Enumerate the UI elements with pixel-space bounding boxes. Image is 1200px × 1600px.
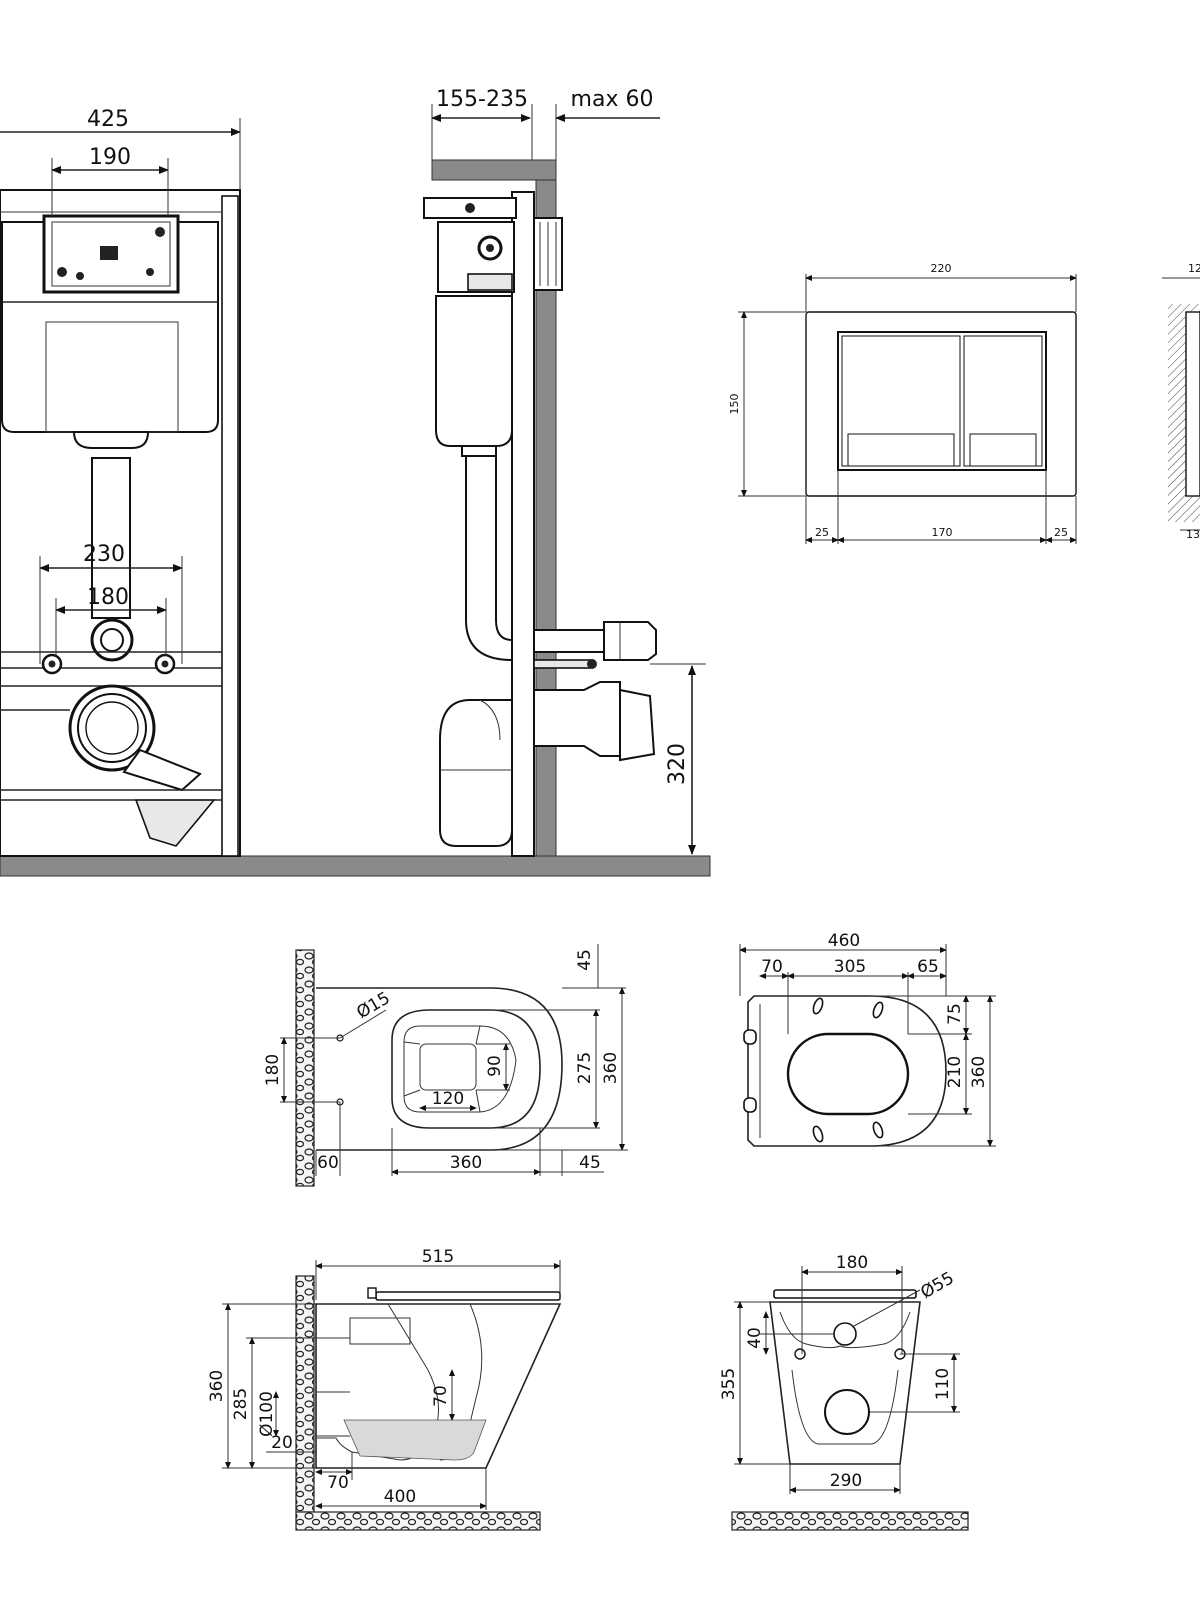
dim-460: 460 <box>828 931 860 951</box>
dim-bolt-180: 180 <box>87 585 129 610</box>
dim-360-height: 360 <box>207 1370 227 1402</box>
dim-400: 400 <box>384 1487 416 1507</box>
dim-inlet-diameter: Ø55 <box>917 1268 957 1303</box>
dim-360-length: 360 <box>450 1153 482 1173</box>
front-view: 425 190 230 180 <box>0 107 711 877</box>
floor-pebble-2 <box>731 1511 969 1531</box>
dim-max-60: max 60 <box>571 87 654 112</box>
dim-355: 355 <box>719 1368 739 1400</box>
dim-water-70: 70 <box>431 1385 451 1407</box>
seat-lid-side <box>375 1291 561 1301</box>
water-seal <box>343 1419 487 1461</box>
dim-70-horizontal: 70 <box>327 1473 349 1493</box>
flush-pipe <box>91 457 131 619</box>
dim-plate-height: 150 <box>728 394 741 415</box>
dim-waste-diameter: Ø100 <box>257 1391 277 1437</box>
trap-bend <box>439 699 513 847</box>
dim-360-seat: 360 <box>969 1056 989 1088</box>
cistern-side <box>435 295 513 447</box>
dim-plate-depth: 12 <box>1188 262 1200 275</box>
dim-plate-depth-2: 13 <box>1186 528 1200 541</box>
dim-45-top: 45 <box>575 949 595 971</box>
dim-120: 120 <box>432 1089 464 1109</box>
seat-opening <box>786 1032 910 1116</box>
dim-305: 305 <box>834 957 866 977</box>
dim-110: 110 <box>933 1368 953 1400</box>
waste-pipe-side <box>533 681 621 757</box>
wall <box>535 179 557 857</box>
wall-pebble-2 <box>295 1275 315 1513</box>
dim-depth-range: 155-235 <box>436 87 528 112</box>
dim-290: 290 <box>830 1471 862 1491</box>
bowl-side-section: 515 360 285 Ø100 70 20 70 400 <box>207 1247 562 1531</box>
side-view: 155-235 max 60 320 <box>423 87 706 857</box>
dim-plate-width: 220 <box>931 262 952 275</box>
wall-top <box>431 159 557 181</box>
dim-180-rear: 180 <box>836 1253 868 1273</box>
waste-outlet-rear <box>824 1389 870 1435</box>
flush-button-large <box>841 335 961 467</box>
dim-bolt-230: 230 <box>83 542 125 567</box>
bowl-outline-top <box>316 987 563 1151</box>
flush-button-small <box>963 335 1043 467</box>
dim-65: 65 <box>917 957 939 977</box>
dim-40: 40 <box>745 1327 765 1349</box>
floor-pebble-1 <box>295 1511 541 1531</box>
bowl-top-view: 45 Ø15 180 275 360 90 120 60 360 45 <box>263 944 628 1187</box>
dim-360-width: 360 <box>601 1052 621 1084</box>
frame-upright-right <box>221 195 239 857</box>
water-inlet-hole <box>833 1322 857 1346</box>
dim-210: 210 <box>945 1056 965 1088</box>
flush-pipe-side <box>465 455 513 662</box>
dim-90: 90 <box>485 1055 505 1077</box>
dim-285: 285 <box>231 1388 251 1420</box>
floor-slab <box>0 855 711 877</box>
dim-45-bottom: 45 <box>579 1153 601 1173</box>
dim-20: 20 <box>271 1433 293 1453</box>
dim-hole-spacing-180: 180 <box>263 1054 283 1086</box>
bowl-rear-view: 180 Ø55 40 355 110 290 <box>719 1253 969 1531</box>
flush-plate: 220 150 25 170 25 12 13 <box>728 262 1200 544</box>
dim-515: 515 <box>422 1247 454 1267</box>
seat-top-view: 460 70 305 65 75 210 360 <box>739 931 996 1147</box>
dim-opening-width: 190 <box>89 145 131 170</box>
wall-pebble-1 <box>295 949 315 1187</box>
dim-margin-right: 25 <box>1054 526 1068 539</box>
dim-margin-left: 25 <box>815 526 829 539</box>
frame-side <box>511 191 535 857</box>
dim-frame-width: 425 <box>87 107 129 132</box>
dim-70: 70 <box>761 957 783 977</box>
dim-75: 75 <box>945 1003 965 1025</box>
dim-height-320: 320 <box>665 743 690 785</box>
dim-275: 275 <box>575 1052 595 1084</box>
dim-60: 60 <box>317 1153 339 1173</box>
dim-buttons-width: 170 <box>932 526 953 539</box>
